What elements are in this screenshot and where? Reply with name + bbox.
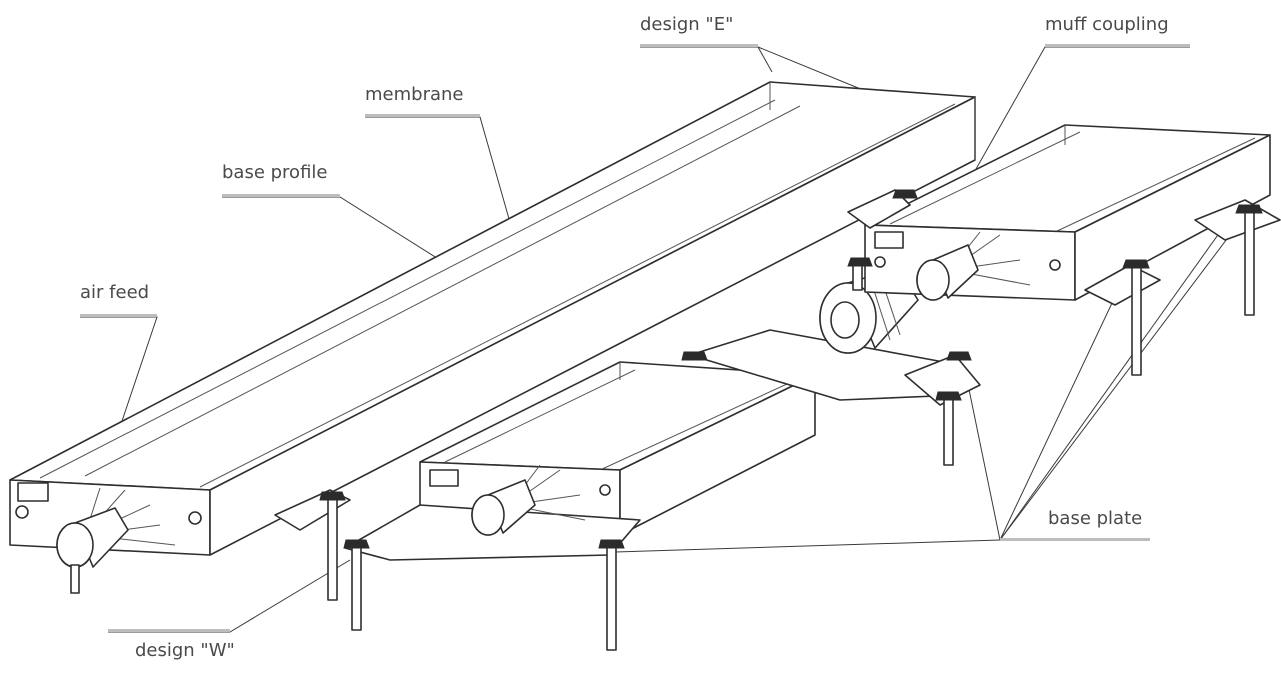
label-base-plate: base plate (1048, 508, 1143, 529)
short-diffuser-e (847, 124, 1281, 376)
long-diffuser (9, 81, 976, 594)
label-muff-coupling-rule (1045, 44, 1190, 47)
label-design-w: design "W" (135, 640, 235, 661)
label-air-feed-rule (80, 314, 157, 317)
label-base-plate-rule (1000, 538, 1150, 541)
label-design-e: design "E" (640, 14, 734, 35)
label-air-feed: air feed (80, 282, 150, 303)
short-diffuser-w (274, 361, 816, 651)
label-muff-coupling: muff coupling (1045, 14, 1169, 35)
label-design-w-rule (108, 629, 230, 632)
label-membrane: membrane (365, 84, 464, 105)
label-membrane-rule (365, 114, 480, 117)
label-design-e-rule (640, 44, 758, 47)
label-base-profile: base profile (222, 162, 328, 183)
label-base-profile-rule (222, 194, 340, 197)
